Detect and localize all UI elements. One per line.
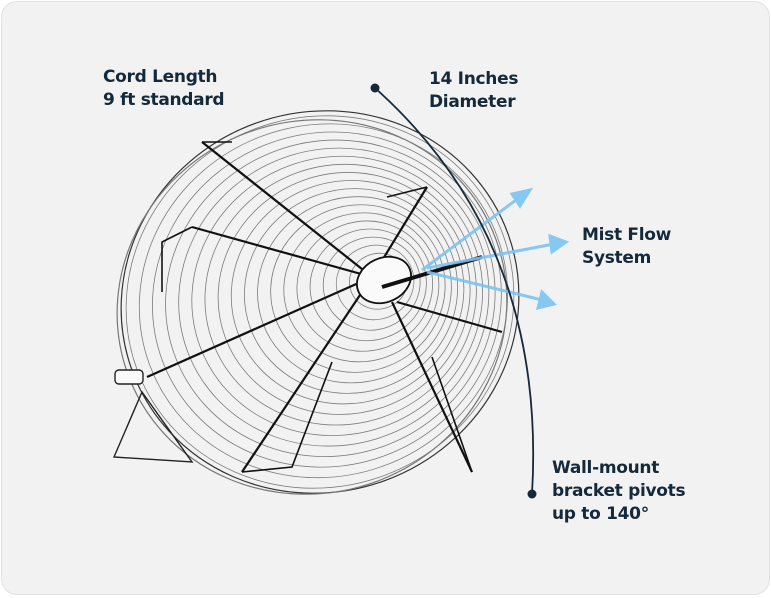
guard-ring: [270, 204, 446, 373]
fan-guard-rings: [125, 115, 515, 489]
mist-flow-label: Mist Flow System: [582, 224, 671, 270]
guard-ring: [138, 123, 509, 479]
diameter-value: 14 Inches: [429, 69, 519, 89]
diameter-label: 14 Inches Diameter: [429, 68, 518, 114]
guard-ring: [230, 180, 465, 405]
guard-ring: [125, 115, 515, 489]
guard-ring: [309, 228, 427, 342]
guard-ring: [204, 163, 477, 426]
diameter-callout-line: [370, 83, 537, 499]
cord-length-title: Cord Length: [103, 67, 218, 87]
guard-ring: [257, 196, 452, 384]
guard-ring: [322, 236, 421, 331]
guard-ring: [165, 139, 496, 458]
diameter-title: Diameter: [429, 92, 516, 112]
mist-flow-title: Mist Flow: [582, 225, 672, 245]
fan-rim: [116, 110, 520, 495]
mist-arrows: [421, 187, 570, 311]
bracket-line2: bracket pivots: [552, 481, 686, 501]
cord-length-value: 9 ft standard: [103, 90, 225, 110]
fan-spokes: [146, 141, 503, 473]
wall-bracket: [112, 369, 194, 463]
mist-flow-subtitle: System: [582, 248, 652, 268]
bracket-title: Wall-mount: [552, 458, 660, 478]
bracket-line3: up to 140°: [552, 504, 649, 524]
guard-ring: [178, 147, 490, 447]
cord-length-label: Cord Length 9 ft standard: [103, 66, 225, 112]
guard-ring: [191, 155, 484, 436]
guard-ring: [217, 172, 471, 415]
bracket-label: Wall-mount bracket pivots up to 140°: [552, 457, 686, 526]
guard-ring: [243, 188, 459, 394]
guard-ring: [152, 131, 502, 468]
guard-ring: [335, 244, 415, 321]
